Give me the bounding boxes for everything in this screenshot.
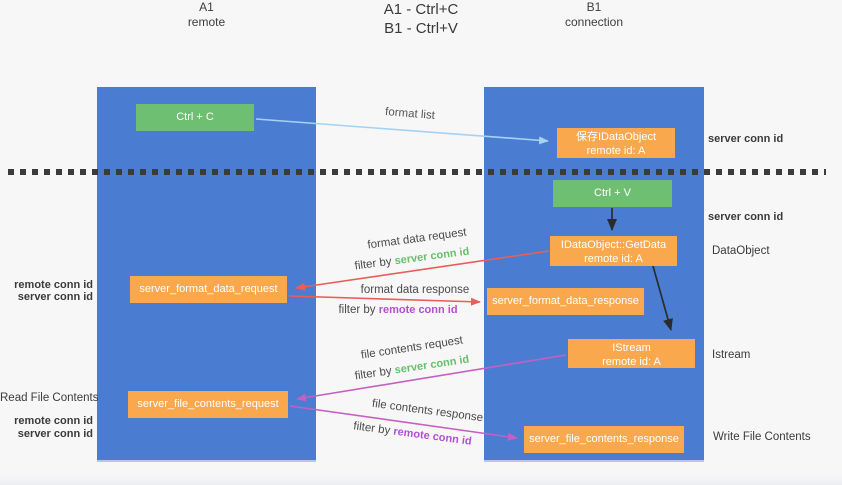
left-label-remote-conn-id-1: remote conn id: [14, 279, 93, 291]
lane-b-header: B1 connection: [484, 0, 704, 30]
node-istream: IStream remote id: A: [568, 339, 695, 368]
right-label-server-conn-id-top: server conn id: [708, 133, 784, 145]
right-label-server-conn-id-mid: server conn id: [708, 211, 784, 223]
arrow-file-contents-response: [289, 405, 518, 441]
node-server-file-contents-request: server_file_contents_request: [128, 391, 288, 418]
node-save-idataobject-line2: remote id: A: [586, 145, 646, 157]
lane-b-name: B1: [586, 0, 602, 14]
dotted-divider-line: [8, 169, 826, 175]
label-format-data-response: format data response: [360, 284, 470, 296]
title-line-1: A1 - Ctrl+C: [383, 1, 459, 18]
lane-a-header: A1 remote: [97, 0, 316, 30]
lane-a-role: remote: [187, 15, 226, 29]
right-label-dataobject: DataObject: [712, 245, 770, 257]
lane-a-name: A1: [199, 0, 214, 14]
right-label-istream: Istream: [712, 349, 751, 361]
node-ctrl-c: Ctrl + C: [136, 104, 254, 131]
left-label-server-conn-id-1: server conn id: [17, 291, 93, 303]
filter-by-text: filter by: [338, 304, 379, 316]
arrow-getdata-to-istream: [652, 265, 673, 331]
lane-b-role: connection: [564, 15, 624, 29]
node-server-file-contents-response: server_file_contents_response: [524, 426, 684, 453]
node-idataobject-getdata-line2: remote id: A: [584, 253, 643, 265]
label-filter-by-remote-conn-id-1: filter by remote conn id: [333, 304, 463, 316]
node-ctrl-v: Ctrl + V: [553, 180, 672, 207]
arrow-format-data-response: [288, 295, 481, 306]
right-label-write-file-contents: Write File Contents: [713, 431, 811, 443]
node-server-format-data-request: server_format_data_request: [130, 276, 287, 303]
arrow-format-list: [255, 118, 549, 145]
node-istream-line1: IStream: [612, 342, 651, 354]
remote-conn-id-text: remote conn id: [378, 304, 458, 316]
node-istream-line2: remote id: A: [602, 356, 661, 368]
arrow-file-contents-request: [296, 354, 567, 402]
left-label-server-conn-id-2: server conn id: [17, 428, 93, 440]
window-bottom-edge: [0, 473, 842, 485]
node-save-idataobject: 保存IDataObject remote id: A: [557, 128, 675, 158]
node-idataobject-getdata: IDataObject::GetData remote id: A: [550, 236, 677, 266]
arrow-format-data-request: [295, 250, 550, 291]
node-save-idataobject-line1: 保存IDataObject: [575, 131, 657, 143]
node-idataobject-getdata-line1: IDataObject::GetData: [560, 239, 667, 251]
node-server-format-data-response: server_format_data_response: [487, 288, 644, 315]
title-line-2: B1 - Ctrl+V: [384, 20, 458, 37]
left-label-remote-conn-id-2: remote conn id: [14, 415, 93, 427]
left-label-read-file-contents: Read File Contents: [0, 392, 99, 404]
diagram-title: A1 - Ctrl+C B1 - Ctrl+V: [0, 0, 842, 38]
